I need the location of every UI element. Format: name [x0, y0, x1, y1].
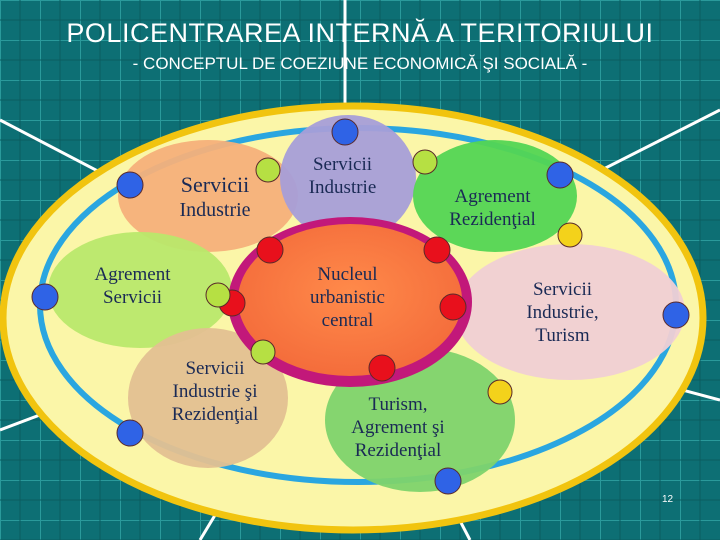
- label-line: Turism: [535, 324, 590, 346]
- node-green-top: [255, 157, 281, 183]
- node-blue-left: [31, 283, 59, 311]
- label-line: urbanistic: [310, 286, 385, 308]
- node-blue-bottomleft: [116, 419, 144, 447]
- label-line: central: [321, 309, 374, 331]
- label-line: Rezidenţial: [449, 208, 536, 230]
- page-number: 12: [662, 494, 674, 505]
- label-top-right: Agrement Rezidenţial: [420, 186, 565, 232]
- label-line: Agrement: [454, 186, 531, 207]
- blob-top-center: [280, 115, 416, 241]
- label-line: Servicii: [102, 286, 163, 308]
- blob-bottom-left: [128, 328, 288, 468]
- node-blue-top: [331, 118, 359, 146]
- node-blue-bottom: [434, 467, 462, 495]
- node-green-bottomleft: [250, 339, 276, 365]
- slide-title: POLICENTRAREA INTERNĂ A TERITORIULUI: [66, 18, 654, 48]
- slide-subtitle: - CONCEPTUL DE COEZIUNE ECONOMICĂ ŞI SOC…: [132, 54, 588, 73]
- label-line: Industrie: [308, 176, 377, 198]
- label-top-center: Servicii Industrie: [280, 154, 405, 200]
- node-red-topleft: [256, 236, 284, 264]
- label-bottom-left: Servicii Industrie şi Rezidenţial: [150, 358, 280, 426]
- nodes: [31, 118, 690, 495]
- blob-top-right: [413, 140, 577, 252]
- label-line: Nucleul: [317, 264, 378, 285]
- label-line: Servicii: [185, 358, 245, 379]
- node-yellow-bottomright: [487, 379, 513, 405]
- label-left: Agrement Servicii: [70, 264, 195, 310]
- label-line: Industrie: [179, 199, 251, 222]
- nucleus-core: [238, 224, 462, 376]
- label-line: Rezidenţial: [354, 439, 442, 461]
- node-red-right: [439, 293, 467, 321]
- label-bottom-right: Turism, Agrement şi Rezidenţial: [328, 394, 468, 462]
- label-top-left: Servicii Industrie: [150, 172, 280, 222]
- node-yellow-topright: [557, 222, 583, 248]
- label-line: Servicii: [180, 172, 250, 197]
- node-blue-topleft: [116, 171, 144, 199]
- blob-top-left: [118, 140, 298, 252]
- label-line: Agrement: [94, 264, 171, 285]
- label-line: Industrie şi: [172, 380, 258, 402]
- node-red-topright: [423, 236, 451, 264]
- node-blue-right: [662, 301, 690, 329]
- blob-right: [455, 244, 685, 380]
- node-green-right: [412, 149, 438, 175]
- blob-left: [48, 232, 232, 348]
- node-blue-topright: [546, 161, 574, 189]
- label-center: Nucleul urbanistic central: [285, 264, 410, 332]
- node-red-bottom: [368, 354, 396, 382]
- node-green-left: [205, 282, 231, 308]
- label-right: Servicii Industrie, Turism: [500, 279, 625, 347]
- label-line: Industrie,: [526, 301, 599, 323]
- label-line: Servicii: [312, 154, 373, 175]
- label-line: Agrement şi: [351, 416, 445, 438]
- label-line: Rezidenţial: [171, 403, 259, 425]
- label-line: Turism,: [368, 394, 428, 415]
- label-line: Servicii: [532, 279, 593, 300]
